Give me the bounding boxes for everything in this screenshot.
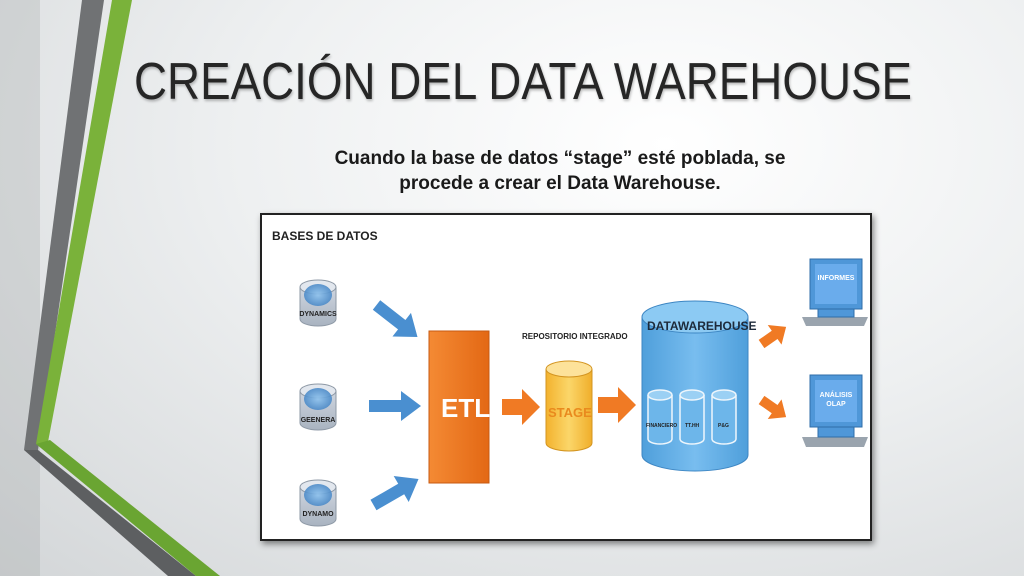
datawarehouse-label: DATAWAREHOUSE xyxy=(647,319,757,333)
output-label-informes: INFORMES xyxy=(817,275,855,282)
monitor-icon-informes xyxy=(802,258,868,326)
subtitle-line-1: Cuando la base de datos “stage” esté pob… xyxy=(334,148,786,169)
subtitle-line-2: procede a crear el Data Warehouse. xyxy=(399,173,721,194)
arrow-icon-dynamo-to-etl xyxy=(370,476,419,511)
datamart-label-financiero: FINANCIERO xyxy=(646,423,678,429)
stage-cylinder xyxy=(545,360,593,452)
databases-heading: BASES DE DATOS xyxy=(272,229,378,243)
arrow-icon-dynamics-to-etl xyxy=(372,300,418,338)
database-icon-geenera xyxy=(299,383,337,431)
diagram-graphics xyxy=(299,258,868,527)
output-label-analisis-olap: ANÁLISIS OLAP xyxy=(819,392,853,408)
database-label-dynamo: DYNAMO xyxy=(302,511,334,518)
etl-box xyxy=(428,330,490,484)
datamart-cylinder-tthh xyxy=(679,389,705,445)
arrow-icon-warehouse-to-olap xyxy=(758,395,787,419)
stage-label: STAGE xyxy=(548,405,592,420)
arrow-icon-warehouse-to-informes xyxy=(758,325,787,349)
database-label-geenera: GEENERA xyxy=(300,417,336,424)
datamart-label-tthh: TT.HH xyxy=(685,423,700,429)
database-icon-dynamics xyxy=(299,279,337,327)
datamart-label-pg: P&G xyxy=(718,423,729,429)
database-label-dynamics: DYNAMICS xyxy=(299,311,337,318)
slide-subtitle: Cuando la base de datos “stage” esté pob… xyxy=(290,146,830,196)
etl-label: ETL xyxy=(441,393,491,423)
monitor-icon-analisis-olap xyxy=(802,374,868,447)
arrow-icon-geenera-to-etl xyxy=(369,391,421,421)
database-icon-dynamo xyxy=(299,479,337,527)
arrow-icon-etl-to-stage xyxy=(502,389,540,425)
datamart-cylinder-financiero xyxy=(647,389,673,445)
slide-title: CREACIÓN DEL DATA WAREHOUSE xyxy=(134,53,913,111)
arrow-icon-stage-to-warehouse xyxy=(598,387,636,423)
architecture-diagram: BASES DE DATOS DYNAMICS GEENERA DYNAMO E… xyxy=(260,213,872,541)
datamart-cylinder-pg xyxy=(711,389,737,445)
repository-label: REPOSITORIO INTEGRADO xyxy=(522,332,628,341)
